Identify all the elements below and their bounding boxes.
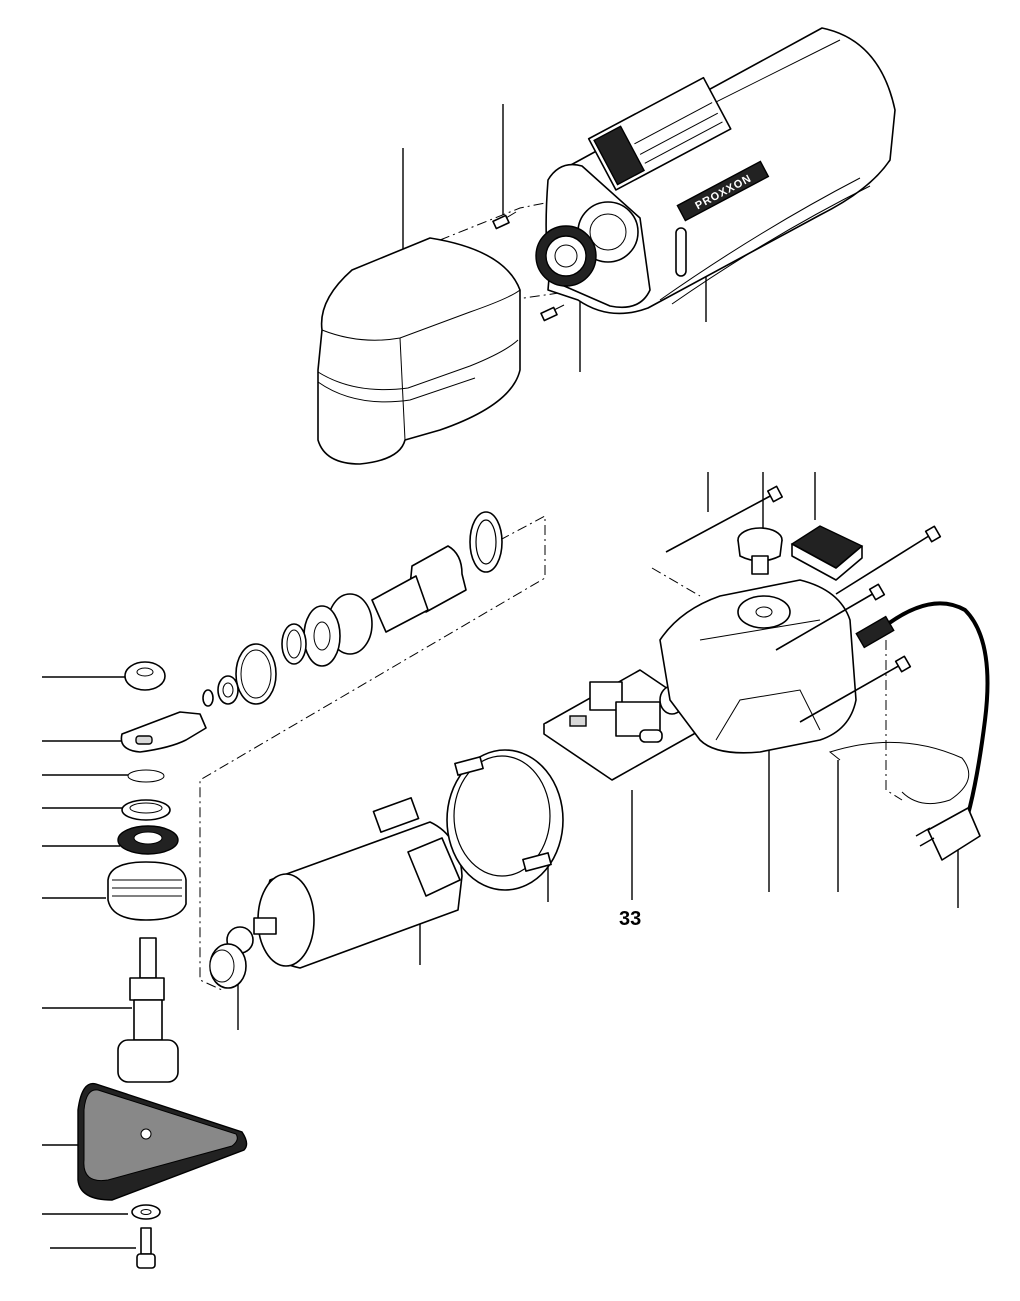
cable-wire-link — [828, 741, 970, 805]
rocker-switch — [790, 525, 864, 581]
screw-top — [492, 211, 517, 230]
screw-bottom — [540, 304, 565, 322]
gear-head-cap — [317, 237, 521, 465]
left-parts-column — [107, 661, 207, 1083]
motor-housing: PROXXON — [545, 27, 896, 315]
power-cord — [855, 601, 990, 861]
electronic-control-board — [543, 669, 709, 781]
leader-lines — [42, 104, 959, 1249]
assembly-axes — [199, 199, 903, 991]
switch-knob — [737, 527, 783, 575]
housing-screws — [665, 485, 942, 723]
rear-housing — [659, 579, 857, 754]
spindle-assembly — [202, 511, 503, 707]
part-number-label: 33 — [619, 908, 642, 930]
electric-motor — [209, 797, 463, 989]
cooling-fan — [535, 225, 597, 287]
motor-clamp-ring — [446, 749, 564, 891]
triangular-sanding-pad — [77, 1082, 248, 1269]
